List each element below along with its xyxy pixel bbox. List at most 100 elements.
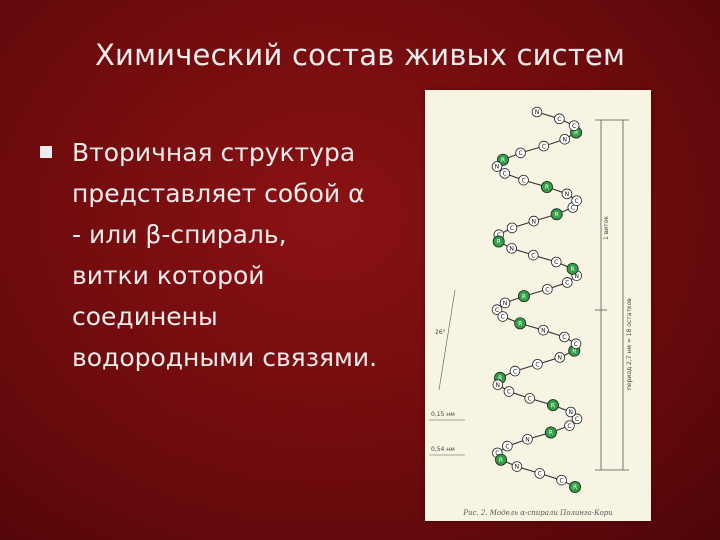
atom-letter: C xyxy=(554,259,558,266)
atom-letter: C xyxy=(528,396,532,403)
carbon-atom: C xyxy=(524,393,536,404)
radical-atom: R xyxy=(517,290,530,303)
figure-caption: Рис. 2. Модель α-спирали Полинга-Кори xyxy=(463,509,613,517)
atom-letter: C xyxy=(521,177,525,184)
atom-letter: C xyxy=(562,334,566,341)
atom-letter: R xyxy=(572,348,576,355)
atom-circle xyxy=(561,277,573,288)
atom-circle xyxy=(491,304,503,316)
atom-circle xyxy=(491,161,503,172)
atom-letter: R xyxy=(571,266,575,273)
atom-circle xyxy=(502,440,513,452)
atom-letter: C xyxy=(535,361,539,368)
atom-letter: C xyxy=(572,123,576,130)
nitrogen-atom: N xyxy=(538,324,549,336)
atom-letter: R xyxy=(518,321,522,328)
atom-circle xyxy=(569,480,582,493)
atom-circle xyxy=(492,379,504,391)
bullet-text: Вторичная структура представляет собой α… xyxy=(72,132,422,378)
atom-letter: C xyxy=(575,198,579,205)
carbon-atom: C xyxy=(559,331,570,343)
atom-letter: C xyxy=(501,314,505,321)
bullet-line: представляет собой α xyxy=(72,179,365,208)
atom-circle xyxy=(544,426,557,439)
atom-letter: R xyxy=(497,239,501,246)
atom-letter: C xyxy=(531,252,535,259)
radical-atom: R xyxy=(540,181,553,194)
carbon-atom: C xyxy=(542,283,553,295)
radical-atom: R xyxy=(495,453,508,466)
atom-letter: C xyxy=(505,443,509,450)
atom-letter: N xyxy=(495,164,500,171)
atom-letter: C xyxy=(571,205,575,212)
carbon-atom: C xyxy=(564,420,575,431)
atom-letter: R xyxy=(573,484,577,491)
atom-letter: R xyxy=(522,293,526,300)
alpha-helix-diagram: CNCNCRRCRCNCNCCNCRCRRCRCNCCNCNCRRCRRCNCN… xyxy=(429,106,633,493)
atom-circle xyxy=(546,399,559,412)
atom-letter: N xyxy=(525,436,530,443)
atom-letter: C xyxy=(538,471,542,478)
bullet-line: водородными связями. xyxy=(72,343,378,372)
carbon-atom: C xyxy=(506,222,518,234)
nitrogen-atom: N xyxy=(492,379,504,391)
atom-letter: N xyxy=(515,464,520,471)
atom-circle xyxy=(492,235,505,248)
nitrogen-atom: N xyxy=(531,106,543,118)
carbon-atom: C xyxy=(556,474,567,486)
atom-circle xyxy=(538,140,550,152)
atom-circle xyxy=(559,133,571,145)
atom-letter: N xyxy=(562,136,567,143)
carbon-atom: C xyxy=(502,440,513,452)
nitrogen-atom: N xyxy=(522,433,533,445)
atom-letter: N xyxy=(574,273,579,280)
carbon-atom: C xyxy=(532,358,543,370)
atom-circle xyxy=(559,331,570,343)
atom-circle xyxy=(528,249,539,261)
atom-letter: R xyxy=(555,211,559,218)
carbon-atom: C xyxy=(561,277,573,288)
atom-letter: N xyxy=(509,246,514,253)
atom-letter: R xyxy=(551,402,555,409)
atom-circle xyxy=(499,297,511,309)
atom-circle xyxy=(570,338,582,350)
atom-letter: C xyxy=(507,389,511,396)
nitrogen-atom: N xyxy=(491,161,503,172)
atom-circle xyxy=(540,181,553,194)
nitrogen-atom: N xyxy=(499,297,511,309)
bullet-line: витки которой xyxy=(72,261,265,290)
radical-atom: R xyxy=(544,426,557,439)
nitrogen-atom: N xyxy=(506,243,517,254)
atom-circle xyxy=(554,352,566,363)
carbon-atom: C xyxy=(515,147,526,159)
pitch-label: 0,54 нм xyxy=(431,446,455,453)
atom-letter: N xyxy=(496,382,501,389)
atom-letter: N xyxy=(558,355,563,362)
atom-circle xyxy=(565,406,577,418)
carbon-atom: C xyxy=(509,365,521,377)
atom-letter: N xyxy=(565,191,570,198)
carbon-atom: C xyxy=(518,174,529,186)
radical-atom: R xyxy=(566,262,579,275)
atom-circle xyxy=(534,468,546,479)
atom-circle xyxy=(556,474,567,486)
period-label: период 2,7 нм = 18 остатков xyxy=(626,298,633,390)
atom-circle xyxy=(538,324,549,336)
nitrogen-atom: N xyxy=(565,406,577,418)
atom-letter: C xyxy=(497,232,501,239)
atom-circle xyxy=(532,358,543,370)
atom-letter: R xyxy=(501,157,505,164)
carbon-atom: C xyxy=(538,140,550,152)
atom-letter: N xyxy=(541,327,546,334)
atom-letter: C xyxy=(545,286,549,293)
atom-circle xyxy=(571,413,583,425)
nitrogen-atom: N xyxy=(561,188,573,200)
carbon-atom: C xyxy=(499,168,511,179)
dimension-line xyxy=(438,289,456,391)
atom-letter: N xyxy=(532,218,537,225)
atom-letter: R xyxy=(498,375,502,382)
carbon-atom: C xyxy=(491,304,503,316)
atom-letter: C xyxy=(510,225,514,232)
atom-letter: R xyxy=(545,184,549,191)
